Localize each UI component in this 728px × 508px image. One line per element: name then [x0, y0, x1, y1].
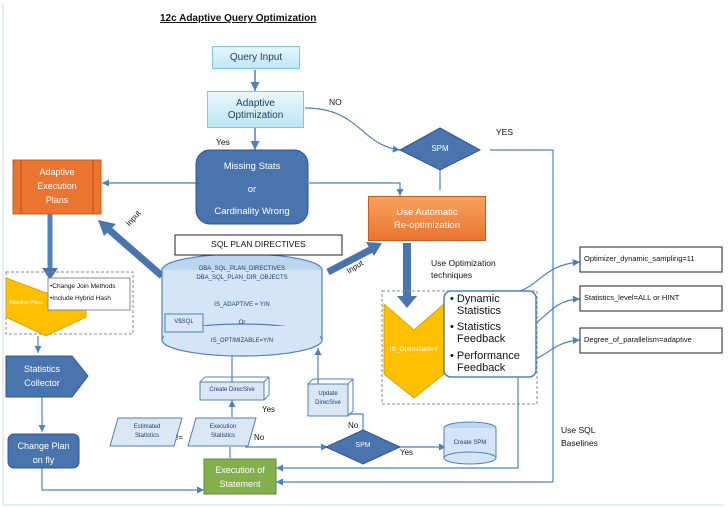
exec-statement-label-2: Statement — [219, 479, 261, 489]
plans-label-2: Execution — [37, 181, 77, 191]
edge-label-yes-spm: Yes — [400, 448, 414, 457]
use-sql-label-1: Use SQL — [561, 425, 596, 435]
param-2-label: Statistics_level=ALL or HINT — [584, 293, 680, 302]
edge-label-no-update: No — [348, 421, 359, 430]
adaptive-opt-label-2: Optimization — [227, 109, 284, 121]
spm-top-diamond — [398, 127, 482, 171]
execution-stats-shape — [187, 417, 257, 447]
update-dirs-shape — [307, 383, 349, 417]
edge-label-neq: != — [176, 433, 183, 442]
arrow-no-to-spm — [304, 107, 401, 153]
tech-item-1: • Dynamic — [450, 293, 500, 305]
chevron-small-label: Adaptive Plans — [9, 300, 43, 306]
spm-bottom-diamond — [324, 429, 402, 465]
tech-item-2: • Statistics — [450, 321, 501, 333]
estimated-stats-shape — [109, 417, 183, 447]
line-tech1-param1 — [507, 258, 581, 295]
missing-stats-label-3: Cardinality Wrong — [214, 206, 290, 217]
change-plan-label-2: on fly — [32, 455, 55, 465]
spm-top-label: SPM — [431, 144, 449, 153]
chevron-big — [383, 302, 445, 399]
chevron-big-label: IS_OptimizableY — [389, 346, 439, 353]
or-label: Or — [238, 320, 246, 326]
param-3-shape — [579, 327, 723, 354]
param-2-shape — [579, 285, 723, 312]
edge-label-no-exec: No — [254, 433, 265, 442]
change-join-item: •Change Join Methods — [50, 283, 116, 290]
arrow-tech-to-exec — [276, 378, 519, 472]
adaptive-plans-shape — [12, 159, 102, 215]
query-input-box: Query Input — [212, 46, 300, 69]
edge-label-yes-create: Yes — [262, 405, 276, 414]
missing-stats-label-1: Missing Stats — [223, 161, 281, 172]
update-dirs-label-2: DirecSive — [315, 400, 341, 406]
arrow-input-right — [326, 245, 374, 276]
use-automatic-box: Use Automatic Re-optimization — [368, 196, 486, 241]
execstats-label-1: Execution — [209, 424, 237, 430]
statistics-collector-shape — [5, 355, 89, 398]
use-sql-label-2: Baselines — [561, 438, 598, 448]
adaptive-optimization-box: Adaptive Optimization — [207, 91, 304, 128]
use-opt-label-1: Use Optimization — [431, 258, 496, 268]
param-3-label: Degree_of_parallelism=adaptive — [584, 335, 692, 344]
tech-item-1b: Statistics — [457, 305, 502, 317]
exec-statement-label-1: Execution of — [215, 465, 265, 475]
param-1-shape — [579, 246, 723, 273]
page-title: 12c Adaptive Query Optimization — [160, 13, 317, 24]
create-spm-cyl-bottom — [443, 451, 497, 465]
hybrid-hash-item: •Include Hybrid Hash — [50, 295, 111, 302]
create-dirs-shape — [199, 381, 265, 401]
directives-header: SQL PLAN DIRECTIVES — [211, 239, 306, 249]
collector-label-1: Statistics — [23, 364, 60, 374]
arrow-change-to-exec — [41, 468, 204, 494]
tech-item-3b: Feedback — [457, 362, 506, 374]
adaptive-opt-label-1: Adaptive — [236, 97, 275, 109]
edge-label-yes-left: Yes — [216, 137, 230, 147]
tech-item-2b: Feedback — [457, 333, 506, 345]
create-dirs-label: Create DirecSive — [209, 387, 255, 393]
param-1-label: Optimizer_dynamic_sampling=11 — [584, 254, 695, 263]
dba-dir-objects: DBA_SQL_PLAN_DIR_OBJECTS — [196, 275, 288, 281]
missing-stats-shape — [195, 149, 309, 225]
change-plan-shape — [7, 433, 80, 469]
is-optimizable: IS_OPTIMIZABLE=Y/N — [210, 338, 274, 344]
execution-shape — [203, 458, 277, 495]
edge-label-yes-top: YES — [496, 127, 514, 137]
plans-label-3: Plans — [45, 195, 69, 205]
query-input-label: Query Input — [229, 52, 283, 63]
is-adaptive: IS_ADAPTIVE = Y/N — [214, 302, 270, 308]
vsql-shape — [164, 313, 204, 333]
collector-label-2: Collector — [24, 378, 60, 388]
change-plan-label-1: Change Plan — [17, 441, 70, 451]
plans-label-1: Adaptive — [39, 167, 75, 177]
estimated-label-1: Estimated — [133, 424, 161, 430]
update-dirs-label-1: Update — [318, 391, 338, 397]
dba-directives: DBA_SQL_PLAN_DIRECTIVES — [198, 266, 286, 272]
spm-bottom-label: SPM — [355, 442, 371, 449]
plans-text-shape — [47, 277, 131, 311]
arrow-missing-to-auto — [309, 182, 404, 196]
use-auto-label-2: Re-optimization — [394, 219, 460, 231]
estimated-label-2: Statistics — [134, 433, 159, 439]
directives-header-shape — [174, 234, 343, 256]
tech-item-3: • Performance — [450, 350, 520, 362]
arrow-input-left — [104, 225, 165, 279]
use-opt-label-2: techniques — [431, 270, 473, 280]
missing-stats-label-2: or — [247, 184, 257, 195]
arrow-spm-yes — [490, 149, 554, 482]
vsql-label: V$SQL — [174, 319, 194, 325]
use-auto-label-1: Use Automatic — [396, 206, 458, 218]
create-spm-label: Create SPM — [453, 440, 487, 446]
execstats-label-2: Statistics — [210, 433, 235, 439]
edge-label-no-top: NO — [329, 97, 342, 107]
tech-list-shape — [443, 290, 537, 378]
